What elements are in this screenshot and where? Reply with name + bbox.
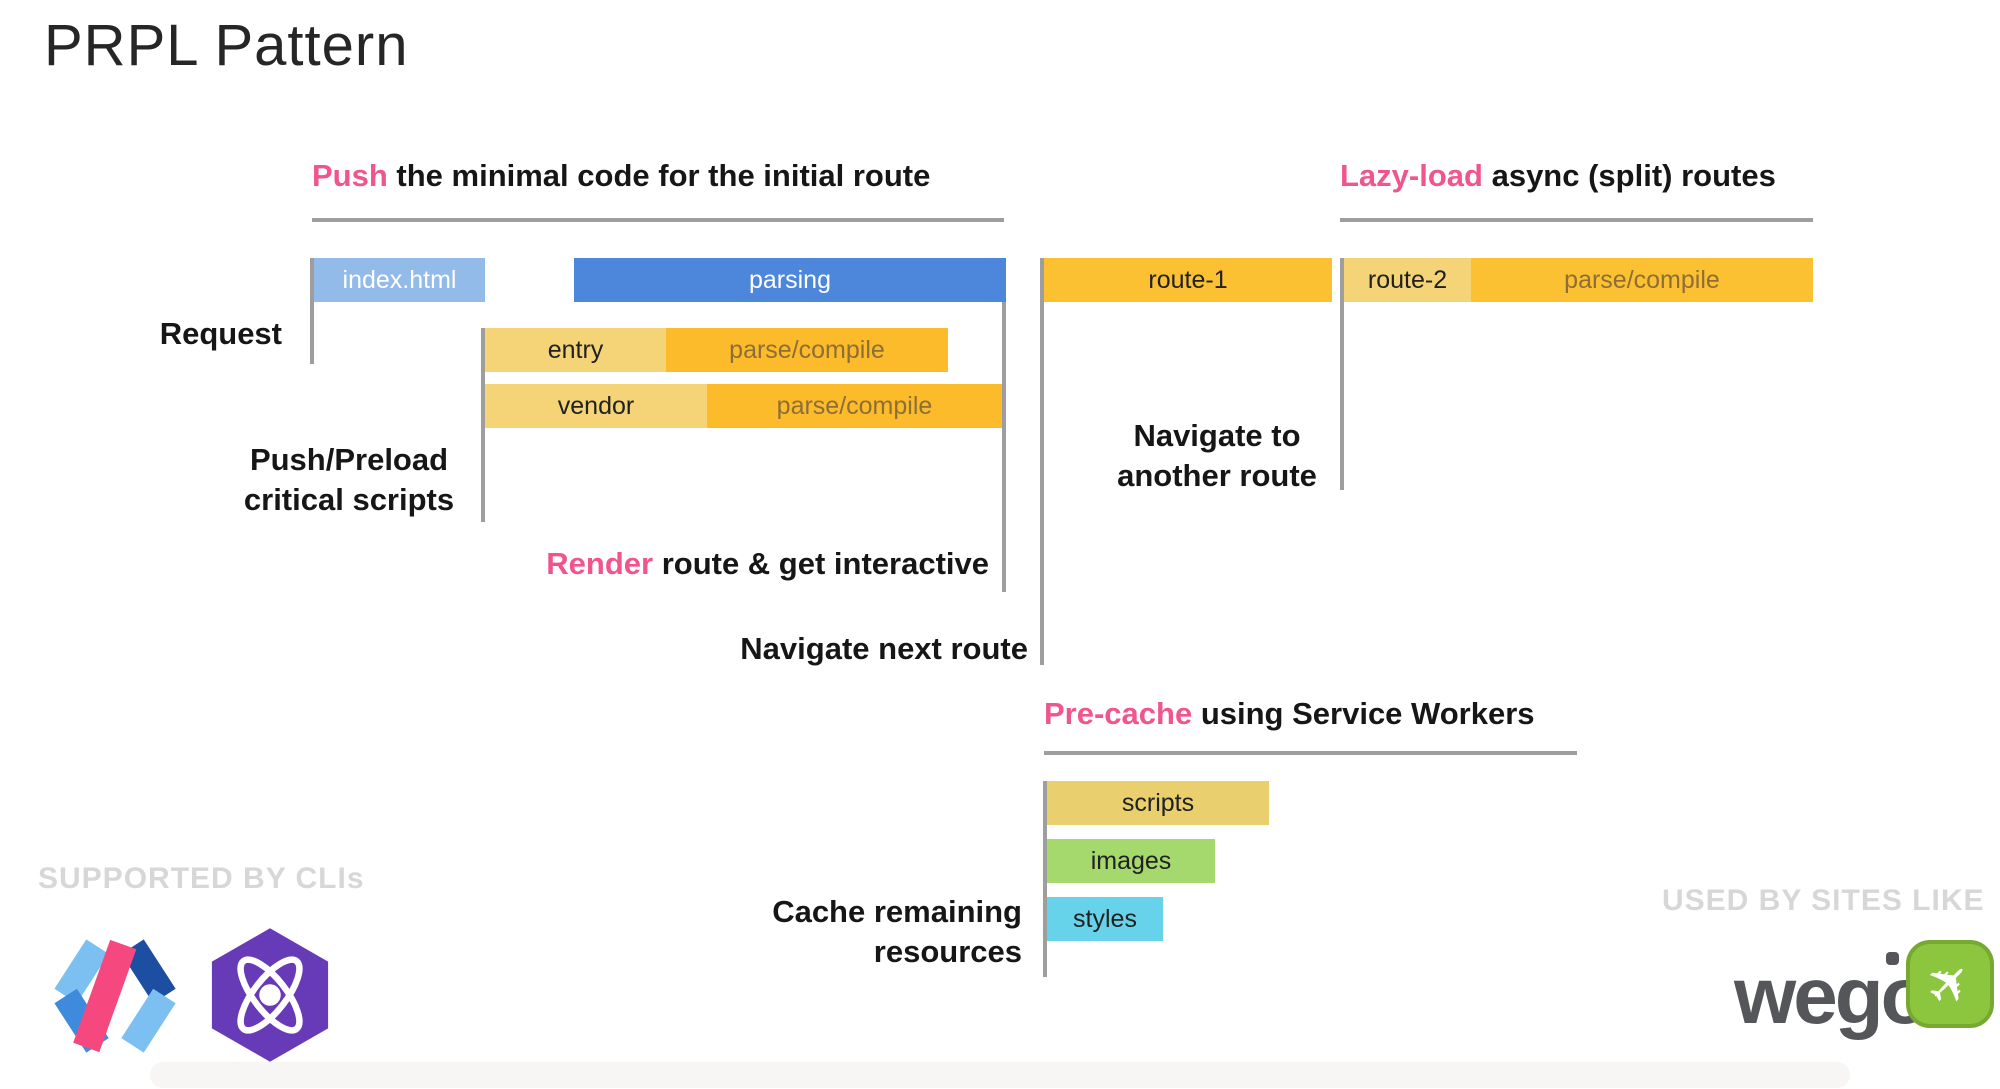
precache-heading-rest: using Service Workers: [1192, 696, 1535, 731]
push-heading-rest: the minimal code for the initial route: [387, 158, 931, 193]
page-title: PRPL Pattern: [44, 13, 409, 78]
push-preload-label: Push/Preload critical scripts: [228, 440, 470, 520]
timeline-bar-route-2-parse-compile: parse/compile: [1471, 258, 1813, 302]
render-lane-line: [1002, 258, 1006, 592]
navigate-another-label: Navigate to another route: [1075, 416, 1359, 496]
wego-plane-badge: ✈: [1906, 940, 1994, 1028]
navigate-another-label-line-2: another route: [1117, 458, 1317, 493]
precache-heading-underline: [1044, 751, 1577, 755]
timeline-bar-parsing: parsing: [574, 258, 1006, 302]
precache-lane-line: [1043, 781, 1047, 977]
precache-heading: Pre-cache using Service Workers: [1044, 696, 1535, 732]
timeline-bar-route-2: route-2: [1344, 258, 1471, 302]
supported-by-clis-label: SUPPORTED BY CLIs: [38, 862, 365, 895]
timeline-bar-styles: styles: [1047, 897, 1163, 941]
push-heading: Push the minimal code for the initial ro…: [312, 158, 930, 194]
render-label: Render route & get interactive: [500, 544, 989, 584]
wego-plane-icon: ✈: [1912, 946, 1988, 1022]
used-by-sites-like-label: USED BY SITES LIKE: [1662, 884, 1985, 917]
push-heading-underline: [312, 218, 1004, 222]
polymer-logo-icon: [42, 932, 186, 1060]
precache-heading-highlight: Pre-cache: [1044, 696, 1193, 731]
wego-logo-dot: [1886, 952, 1899, 965]
wego-logo-text: wego: [1734, 951, 1929, 1040]
push-preload-label-line-1: Push/Preload: [249, 442, 449, 477]
push-preload-lane-line: [481, 328, 485, 522]
push-preload-label-line-2: critical scripts: [243, 482, 455, 517]
cache-remaining-label: Cache remaining resources: [720, 892, 1022, 972]
navigate-next-label: Navigate next route: [740, 631, 1028, 666]
push-heading-highlight: Push: [312, 158, 388, 193]
lazyload-heading-highlight: Lazy-load: [1340, 158, 1483, 193]
preact-logo-icon: [204, 924, 336, 1066]
lazyload-heading-rest: async (split) routes: [1482, 158, 1776, 193]
timeline-bar-index-html: index.html: [314, 258, 485, 302]
cache-remaining-label-line-2: resources: [873, 934, 1022, 969]
navigate-another-lane-line: [1340, 258, 1344, 490]
timeline-bar-images: images: [1047, 839, 1215, 883]
lazyload-heading: Lazy-load async (split) routes: [1340, 158, 1776, 194]
bottom-shadow-band: [150, 1062, 1850, 1088]
wego-logo: wego ✈: [1734, 928, 1994, 1078]
navigate-another-label-line-1: Navigate to: [1133, 418, 1301, 453]
request-label: Request: [159, 316, 282, 351]
render-label-highlight: Render: [546, 546, 654, 581]
timeline-bar-route-1: route-1: [1044, 258, 1332, 302]
navigate-next-lane-line: [1040, 258, 1044, 665]
timeline-bar-vendor: vendor: [485, 384, 707, 428]
request-lane-line: [310, 258, 314, 364]
timeline-bar-entry: entry: [485, 328, 666, 372]
timeline-bar-entry-parse-compile: parse/compile: [666, 328, 948, 372]
render-label-rest: route & get interactive: [653, 546, 989, 581]
cache-remaining-label-line-1: Cache remaining: [772, 894, 1022, 929]
timeline-bar-scripts: scripts: [1047, 781, 1269, 825]
lazyload-heading-underline: [1340, 218, 1813, 222]
timeline-bar-vendor-parse-compile: parse/compile: [707, 384, 1002, 428]
